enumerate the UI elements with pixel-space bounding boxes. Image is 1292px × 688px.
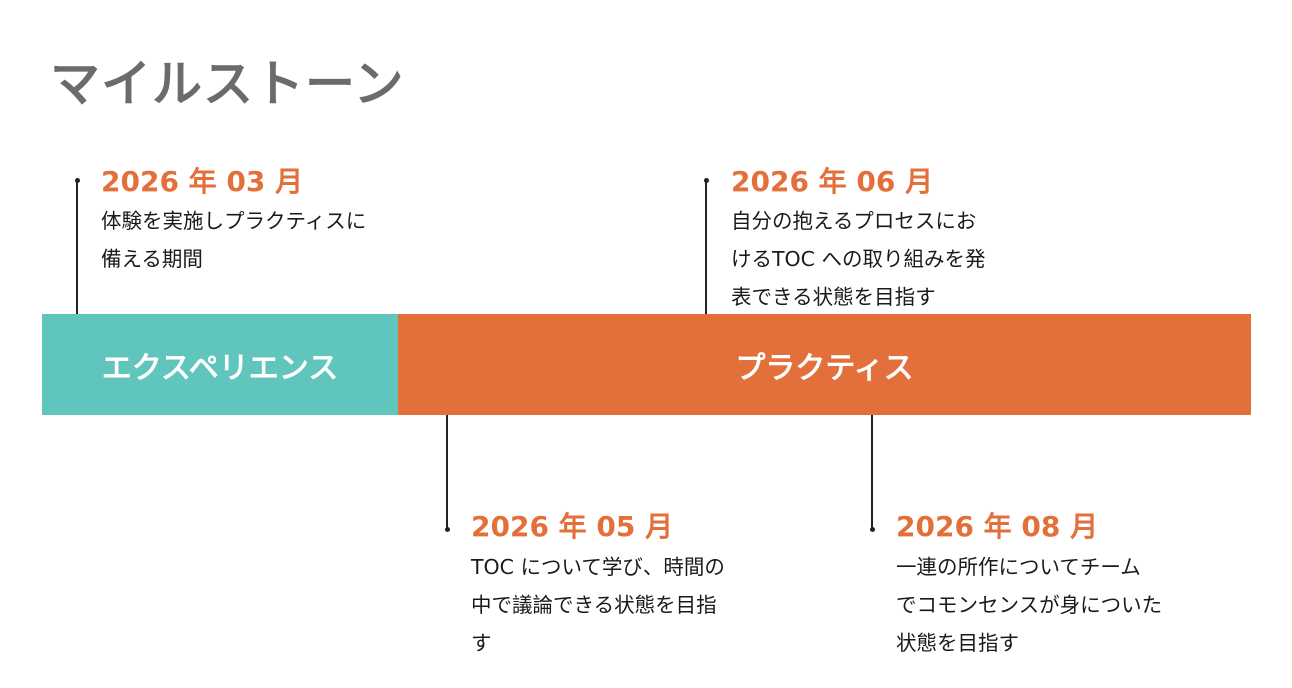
page-title: マイルストーン [50, 55, 405, 113]
milestone-description-line: 体験を実施しプラクティスに [101, 209, 367, 233]
milestone-marker-dot [703, 177, 709, 183]
milestone-description-line: 備える期間 [101, 247, 203, 271]
phase-bar-experience: エクスペリエンス [42, 314, 398, 415]
phase-bar-practice: プラクティス [398, 314, 1251, 415]
phase-label-practice: プラクティス [735, 350, 914, 386]
milestone-description-line: す [471, 631, 492, 655]
phase-label-experience: エクスペリエンス [101, 350, 339, 386]
milestone-date: 2026 年 03 月 [101, 165, 304, 198]
milestone-description-line: でコモンセンスが身についた [896, 593, 1163, 617]
milestone-date: 2026 年 06 月 [731, 165, 934, 198]
milestone-description-line: 一連の所作についてチーム [896, 555, 1141, 579]
milestone-description-line: TOC について学び、時間の [471, 555, 725, 579]
milestone-description-line: 中で議論できる状態を目指 [471, 593, 717, 617]
milestone-connector-line [705, 180, 707, 314]
milestone-date: 2026 年 08 月 [896, 510, 1099, 543]
milestone-marker-dot [444, 526, 450, 532]
milestone-date: 2026 年 05 月 [471, 510, 674, 543]
milestone-marker-dot [869, 526, 875, 532]
milestone-connector-line [446, 415, 448, 529]
milestone-description: 自分の抱えるプロセスにお けるTOC への取り組みを発 表できる状態を目指す [731, 202, 986, 316]
milestone-description-line: けるTOC への取り組みを発 [731, 247, 986, 271]
milestone-connector-line [871, 415, 873, 529]
milestone-marker-dot [74, 177, 80, 183]
milestone-description-line: 自分の抱えるプロセスにお [731, 209, 977, 233]
milestone-description: 体験を実施しプラクティスに 備える期間 [101, 202, 366, 278]
milestone-description-line: 状態を目指す [896, 631, 1019, 655]
milestone-description-line: 表できる状態を目指す [731, 285, 936, 309]
milestone-description: TOC について学び、時間の 中で議論できる状態を目指 す [471, 548, 725, 662]
milestone-description: 一連の所作についてチーム でコモンセンスが身についた 状態を目指す [896, 548, 1162, 662]
milestone-connector-line [76, 180, 78, 314]
